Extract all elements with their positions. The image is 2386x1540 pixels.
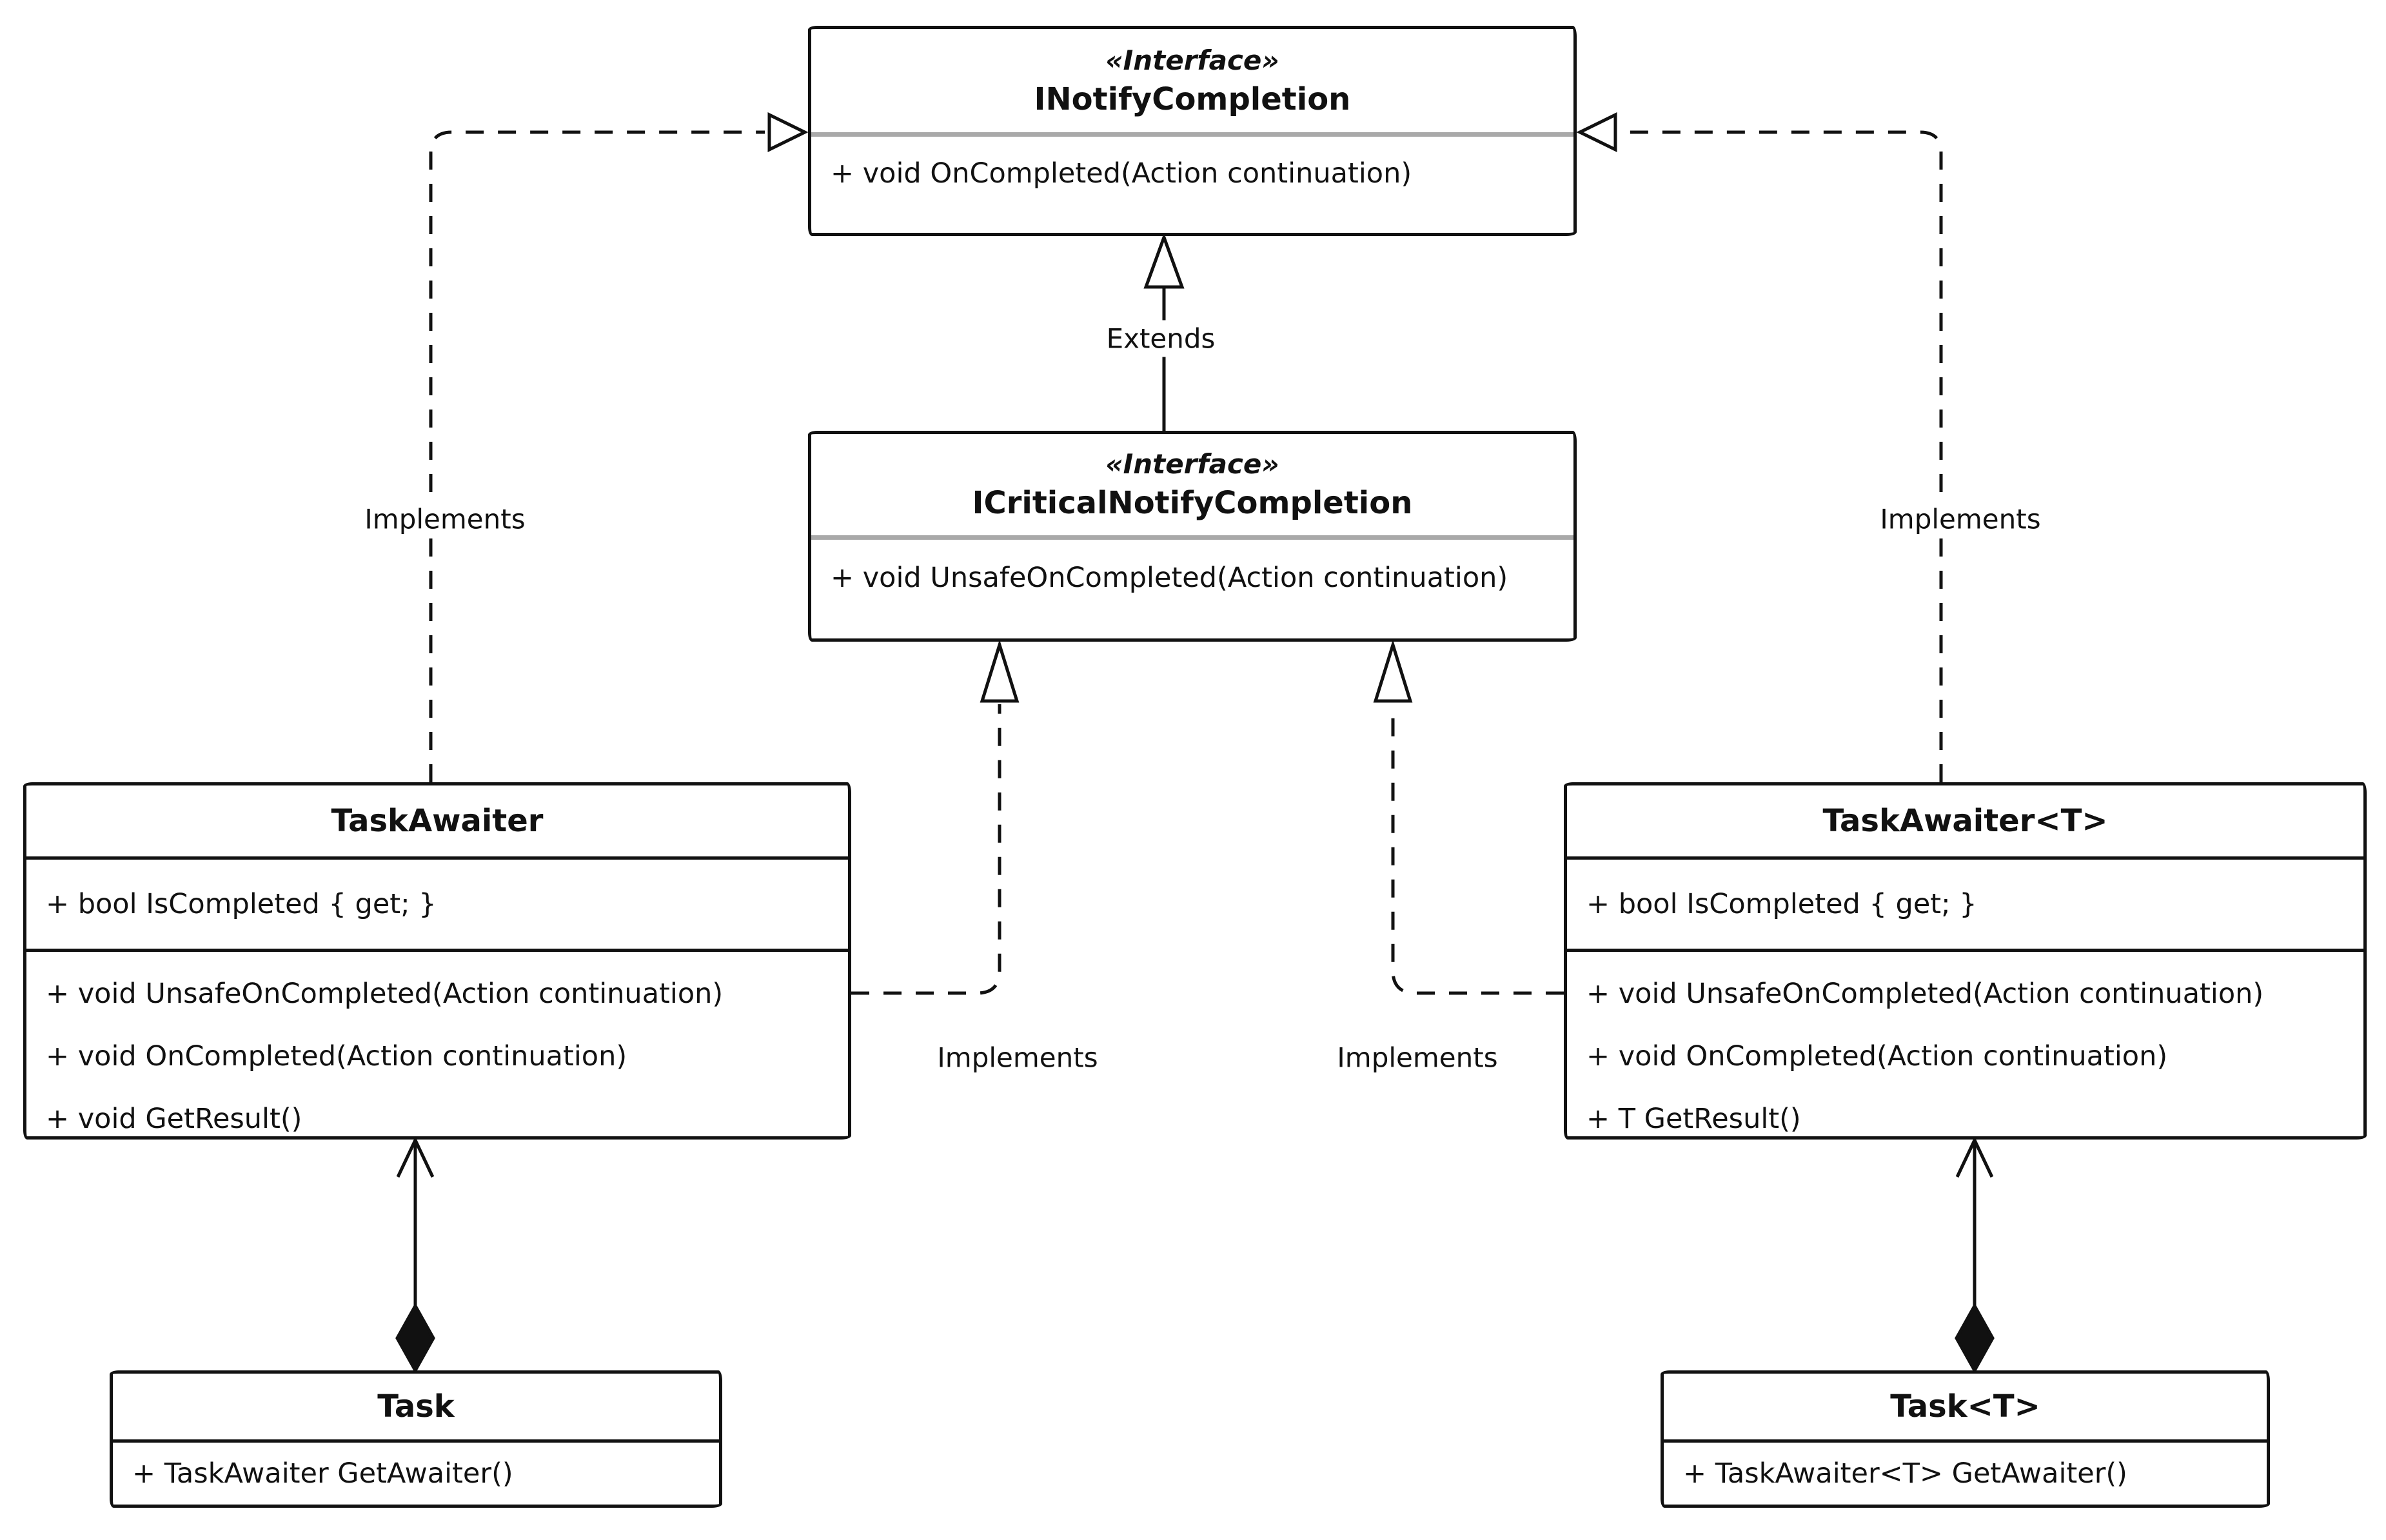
interface-icriticalnotifycompletion-header: «Interface» ICriticalNotifyCompletion: [811, 434, 1573, 540]
class-task: Task + TaskAwaiter GetAwaiter(): [110, 1370, 722, 1508]
class-task-t: Task<T> + TaskAwaiter<T> GetAwaiter(): [1661, 1370, 2270, 1508]
interface-name: ICriticalNotifyCompletion: [972, 485, 1413, 521]
interface-icriticalnotifycompletion: «Interface» ICriticalNotifyCompletion + …: [808, 431, 1577, 642]
interface-inotifycompletion: «Interface» INotifyCompletion + void OnC…: [808, 26, 1577, 236]
method-row: + void GetResult(): [46, 1103, 302, 1135]
class-taskawaiter: TaskAwaiter + bool IsCompleted { get; } …: [23, 782, 851, 1140]
filled-diamond-icon: [1955, 1302, 1995, 1374]
method-row: + void UnsafeOnCompleted(Action continua…: [831, 562, 1508, 594]
implements-connector-taskawaiter-inotify: [429, 112, 809, 782]
method-row: + TaskAwaiter<T> GetAwaiter(): [1683, 1457, 2127, 1490]
class-task-methods: + TaskAwaiter GetAwaiter(): [113, 1443, 719, 1505]
composition-connector-task-t-taskawaiter-t: [1955, 1136, 1995, 1374]
stereotype-label: «Interface»: [1105, 448, 1279, 480]
filled-diamond-icon: [395, 1302, 435, 1374]
composition-connector-task-taskawaiter: [395, 1136, 435, 1374]
class-task-t-methods: + TaskAwaiter<T> GetAwaiter(): [1664, 1443, 2267, 1505]
method-row: + void OnCompleted(Action continuation): [1586, 1040, 2168, 1072]
hollow-triangle-right-icon: [767, 112, 809, 153]
hollow-triangle-up-icon: [1143, 232, 1185, 289]
open-arrowhead-up-icon: [396, 1136, 435, 1178]
implements-connector-taskawaiter-t-icritical: [1373, 639, 1564, 995]
class-name: Task<T>: [1890, 1388, 2040, 1425]
method-row: + void OnCompleted(Action continuation): [831, 157, 1412, 190]
extends-label: Extends: [1099, 320, 1222, 357]
open-arrowhead-up-icon: [1955, 1136, 1994, 1178]
class-taskawaiter-t-methods: + void UnsafeOnCompleted(Action continua…: [1567, 952, 2363, 1136]
implements-connector-taskawaiter-icritical: [851, 639, 1020, 995]
class-name: Task: [377, 1388, 455, 1425]
implements-label: Implements: [1330, 1039, 1504, 1076]
interface-inotifycompletion-methods: + void OnCompleted(Action continuation): [811, 137, 1573, 233]
stereotype-label: «Interface»: [1105, 44, 1279, 76]
interface-name: INotifyCompletion: [1034, 81, 1351, 117]
class-taskawaiter-t-header: TaskAwaiter<T>: [1567, 785, 2363, 860]
method-row: + void UnsafeOnCompleted(Action continua…: [46, 978, 724, 1010]
hollow-triangle-up-icon: [980, 639, 1020, 703]
class-taskawaiter-t-attributes: + bool IsCompleted { get; }: [1567, 860, 2363, 952]
method-row: + T GetResult(): [1586, 1103, 1801, 1135]
implements-label: Implements: [1873, 500, 2047, 538]
method-row: + TaskAwaiter GetAwaiter(): [132, 1457, 513, 1490]
class-task-t-header: Task<T>: [1664, 1374, 2267, 1443]
class-taskawaiter-methods: + void UnsafeOnCompleted(Action continua…: [26, 952, 848, 1136]
interface-inotifycompletion-header: «Interface» INotifyCompletion: [811, 29, 1573, 137]
method-row: + void OnCompleted(Action continuation): [46, 1040, 627, 1072]
hollow-triangle-left-icon: [1576, 112, 1617, 153]
attribute-row: + bool IsCompleted { get; }: [1586, 888, 1977, 921]
implements-connector-taskawaiter-t-inotify: [1576, 112, 1943, 782]
implements-label: Implements: [358, 500, 532, 538]
class-task-header: Task: [113, 1374, 719, 1443]
interface-icriticalnotifycompletion-methods: + void UnsafeOnCompleted(Action continua…: [811, 540, 1573, 638]
extends-connector: [1143, 232, 1185, 431]
method-row: + void UnsafeOnCompleted(Action continua…: [1586, 978, 2264, 1010]
class-name: TaskAwaiter<T>: [1822, 803, 2108, 840]
class-taskawaiter-header: TaskAwaiter: [26, 785, 848, 860]
class-name: TaskAwaiter: [331, 803, 544, 840]
class-taskawaiter-attributes: + bool IsCompleted { get; }: [26, 860, 848, 952]
class-taskawaiter-t: TaskAwaiter<T> + bool IsCompleted { get;…: [1564, 782, 2367, 1140]
implements-label: Implements: [931, 1039, 1105, 1076]
hollow-triangle-up-icon: [1373, 639, 1413, 703]
attribute-row: + bool IsCompleted { get; }: [46, 888, 437, 921]
